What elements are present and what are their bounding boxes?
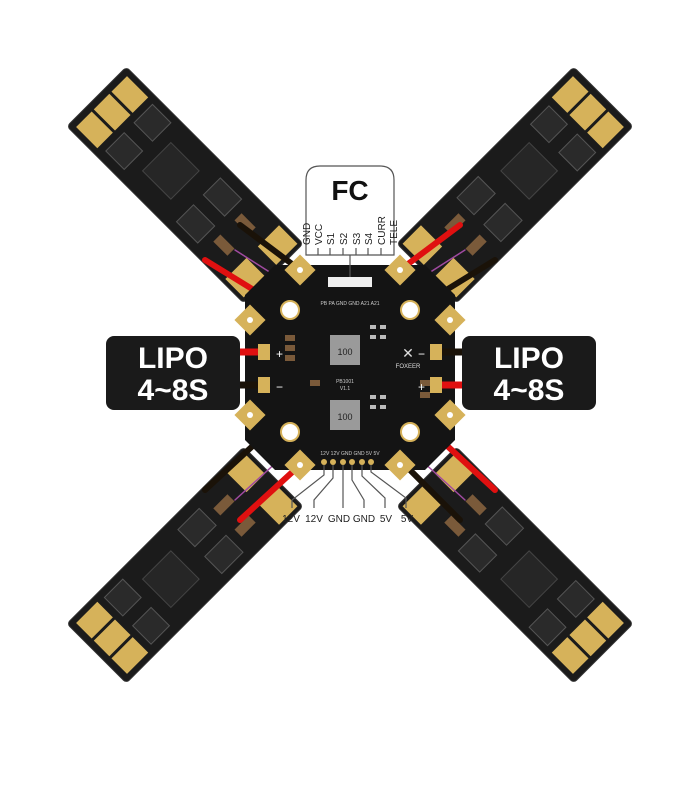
svg-text:S1: S1 <box>326 232 337 245</box>
svg-text:S4: S4 <box>364 232 375 245</box>
esc-wires <box>202 222 498 523</box>
fc-connector <box>328 277 372 287</box>
lipo-label-right: LIPO 4~8S <box>462 336 596 410</box>
esc-bottom-left <box>66 446 304 684</box>
svg-text:+: + <box>276 347 283 361</box>
output-leads <box>291 465 407 508</box>
output-pin-labels: 12V 12V GND GND 5V 5V <box>282 514 413 525</box>
svg-text:TELE: TELE <box>389 220 400 245</box>
inductor-label: 100 <box>337 347 352 357</box>
svg-text:GND: GND <box>353 514 375 525</box>
power-distribution-board: PB PA GND GND A21 A21 100 100 PB1001 V1.… <box>234 254 466 481</box>
svg-text:12V 12V GND GND 5V 5V: 12V 12V GND GND 5V 5V <box>320 451 380 457</box>
esc-top-right <box>396 66 634 304</box>
svg-text:+: + <box>418 380 425 394</box>
svg-text:12V: 12V <box>305 514 323 525</box>
svg-text:VCC: VCC <box>314 224 325 245</box>
svg-text:5V: 5V <box>401 514 414 525</box>
svg-text:PB PA GND GND A21 A21: PB PA GND GND A21 A21 <box>320 301 379 307</box>
svg-text:FOXEER: FOXEER <box>396 364 421 370</box>
lipo-wires <box>238 344 462 393</box>
fc-pin-labels: GND VCC S1 S2 S3 S4 CURR TELE <box>302 216 400 245</box>
svg-text:LIPO: LIPO <box>138 342 208 375</box>
svg-text:5V: 5V <box>380 514 393 525</box>
svg-text:−: − <box>418 347 425 361</box>
svg-text:V1.1: V1.1 <box>340 386 351 392</box>
svg-text:S3: S3 <box>352 232 363 245</box>
foxeer-logo: ✕ <box>402 345 414 361</box>
svg-text:S2: S2 <box>339 232 350 245</box>
svg-text:4~8S: 4~8S <box>494 374 565 407</box>
esc-top-left <box>66 66 304 304</box>
fc-callout <box>305 165 395 277</box>
svg-text:12V: 12V <box>282 514 300 525</box>
svg-text:4~8S: 4~8S <box>138 374 209 407</box>
svg-text:GND: GND <box>328 514 350 525</box>
svg-text:LIPO: LIPO <box>494 342 564 375</box>
esc-bottom-right <box>396 446 634 684</box>
fc-title: FC <box>331 175 368 206</box>
svg-text:PB1001: PB1001 <box>336 379 354 385</box>
svg-text:GND: GND <box>302 223 313 245</box>
lipo-label-left: LIPO 4~8S <box>106 336 240 410</box>
svg-text:−: − <box>276 380 283 394</box>
inductor-label: 100 <box>337 412 352 422</box>
svg-text:CURR: CURR <box>377 216 388 245</box>
